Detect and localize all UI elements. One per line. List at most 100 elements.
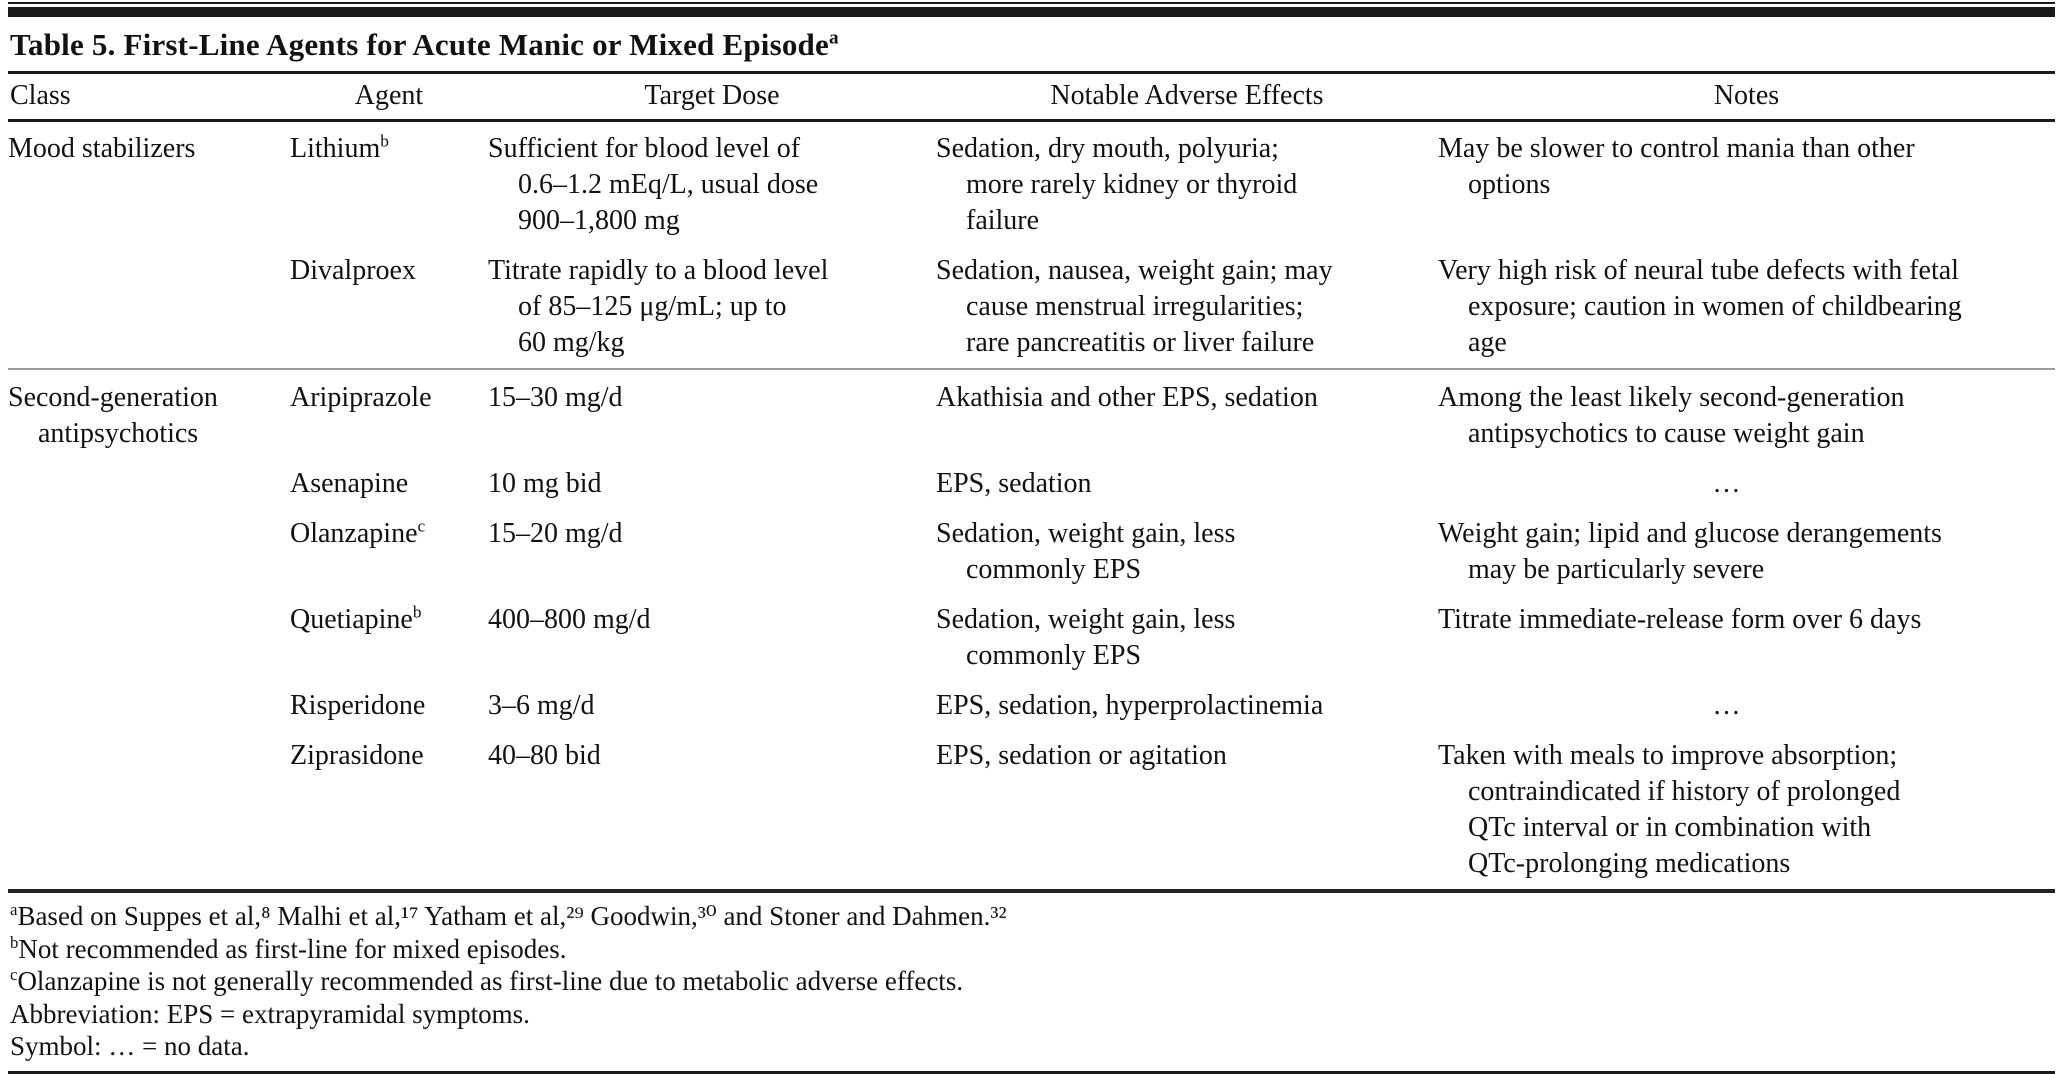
cell-agent: Lithiumb [290,121,488,247]
cell-adverse-effects: Akathisia and other EPS, sedation [936,368,1438,459]
agent-footnote-marker: c [417,516,426,536]
agent-name: Olanzapine [290,518,418,549]
footnote-text: Not recommended as first-line for mixed … [18,933,567,964]
footnote-text: Abbreviation: EPS = extrapyramidal sympt… [10,998,530,1029]
table-body: Mood stabilizers Lithiumb Sufficient for… [8,121,2055,890]
cell-adverse-effects: Sedation, dry mouth, polyuria; more rare… [936,121,1438,247]
cell-agent: Ziprasidone [290,731,488,889]
target-dose-text: Titrate rapidly to a blood level of 85–1… [488,255,829,358]
class-text: Mood stabilizers [8,133,196,164]
table-row: Divalproex Titrate rapidly to a blood le… [8,246,2055,369]
agent-name: Risperidone [290,690,426,721]
cell-adverse-effects: EPS, sedation, hyperprolactinemia [936,681,1438,731]
table-title-text: Table 5. First-Line Agents for Acute Man… [10,27,829,62]
cell-notes: Very high risk of neural tube defects wi… [1438,246,2055,369]
cell-adverse-effects: EPS, sedation or agitation [936,731,1438,889]
table-row: Mood stabilizers Lithiumb Sufficient for… [8,121,2055,247]
footnote-marker: c [10,965,18,984]
cell-agent: Risperidone [290,681,488,731]
column-header-target-dose: Target Dose [488,72,936,122]
target-dose-text: Sufficient for blood level of 0.6–1.2 mE… [488,133,819,236]
adverse-effects-text: EPS, sedation [936,468,1092,499]
cell-target-dose: 15–20 mg/d [488,509,936,595]
cell-class [8,459,290,509]
column-header-notes: Notes [1438,72,2055,122]
cell-class [8,509,290,595]
cell-class: Mood stabilizers [8,121,290,247]
cell-target-dose: 15–30 mg/d [488,368,936,459]
target-dose-text: 10 mg bid [488,468,602,499]
notes-text: May be slower to control mania than othe… [1438,133,1915,200]
footnote-text: Based on Suppes et al,⁸ Malhi et al,¹⁷ Y… [17,901,1007,931]
cell-target-dose: Sufficient for blood level of 0.6–1.2 mE… [488,121,936,247]
agent-name: Quetiapine [290,604,413,635]
top-thin-rule [8,2,2055,4]
adverse-effects-text: EPS, sedation or agitation [936,740,1227,771]
cell-notes: … [1438,459,2055,509]
agent-name: Asenapine [290,468,409,499]
target-dose-text: 3–6 mg/d [488,690,595,721]
cell-target-dose: 10 mg bid [488,459,936,509]
header-row: Class Agent Target Dose Notable Adverse … [8,72,2055,122]
footnote-text: Symbol: … = no data. [10,1031,250,1061]
target-dose-text: 400–800 mg/d [488,604,651,635]
table-row: Olanzapinec 15–20 mg/d Sedation, weight … [8,509,2055,595]
notes-text: Taken with meals to improve absorption; … [1438,740,1901,879]
target-dose-text: 15–30 mg/d [488,382,623,413]
notes-no-data-ellipsis: … [1712,690,1741,721]
notes-no-data-ellipsis: … [1712,468,1741,499]
agents-table: Class Agent Target Dose Notable Adverse … [8,71,2055,889]
table-row: Risperidone 3–6 mg/d EPS, sedation, hype… [8,681,2055,731]
cell-target-dose: Titrate rapidly to a blood level of 85–1… [488,246,936,369]
agent-name: Ziprasidone [290,740,424,771]
footnote-c: cOlanzapine is not generally recommended… [10,965,2055,998]
adverse-effects-text: Sedation, nausea, weight gain; may cause… [936,255,1333,358]
notes-text: Titrate immediate-release form over 6 da… [1438,604,1922,635]
cell-notes: Weight gain; lipid and glucose derangeme… [1438,509,2055,595]
cell-agent: Aripiprazole [290,368,488,459]
cell-class [8,681,290,731]
notes-text: Among the least likely second-generation… [1438,382,1905,449]
cell-target-dose: 3–6 mg/d [488,681,936,731]
agent-footnote-marker: b [380,131,389,151]
class-text: Second-generation antipsychotics [8,382,218,449]
cell-target-dose: 400–800 mg/d [488,595,936,681]
agent-name: Divalproex [290,255,416,286]
target-dose-text: 15–20 mg/d [488,518,623,549]
target-dose-text: 40–80 bid [488,740,601,771]
adverse-effects-text: Sedation, weight gain, less commonly EPS [936,518,1236,585]
table-row: Quetiapineb 400–800 mg/d Sedation, weigh… [8,595,2055,681]
cell-adverse-effects: Sedation, nausea, weight gain; may cause… [936,246,1438,369]
footnote-symbol: Symbol: … = no data. [10,1030,2055,1063]
table-row: Asenapine 10 mg bid EPS, sedation … [8,459,2055,509]
footnotes: aBased on Suppes et al,⁸ Malhi et al,¹⁷ … [8,889,2055,1074]
cell-notes: Among the least likely second-generation… [1438,368,2055,459]
cell-class [8,731,290,889]
adverse-effects-text: EPS, sedation, hyperprolactinemia [936,690,1324,721]
cell-agent: Divalproex [290,246,488,369]
footnote-abbreviation: Abbreviation: EPS = extrapyramidal sympt… [10,998,2055,1031]
footnote-marker: b [10,932,19,952]
adverse-effects-text: Akathisia and other EPS, sedation [936,382,1318,413]
footnote-marker: a [10,900,18,919]
cell-agent: Quetiapineb [290,595,488,681]
table-title: Table 5. First-Line Agents for Acute Man… [8,17,2055,71]
cell-target-dose: 40–80 bid [488,731,936,889]
cell-agent: Olanzapinec [290,509,488,595]
footnote-a: aBased on Suppes et al,⁸ Malhi et al,¹⁷ … [10,900,2055,933]
adverse-effects-text: Sedation, weight gain, less commonly EPS [936,604,1236,671]
cell-notes: May be slower to control mania than othe… [1438,121,2055,247]
cell-class [8,246,290,369]
cell-class [8,595,290,681]
cell-notes: Titrate immediate-release form over 6 da… [1438,595,2055,681]
table-row: Ziprasidone 40–80 bid EPS, sedation or a… [8,731,2055,889]
top-bar-rule [8,7,2055,17]
footnote-text: Olanzapine is not generally recommended … [17,966,964,996]
column-header-class: Class [8,72,290,122]
cell-adverse-effects: EPS, sedation [936,459,1438,509]
cell-agent: Asenapine [290,459,488,509]
table-header: Class Agent Target Dose Notable Adverse … [8,72,2055,122]
column-header-adverse-effects: Notable Adverse Effects [936,72,1438,122]
footnote-b: bNot recommended as first-line for mixed… [10,933,2055,966]
